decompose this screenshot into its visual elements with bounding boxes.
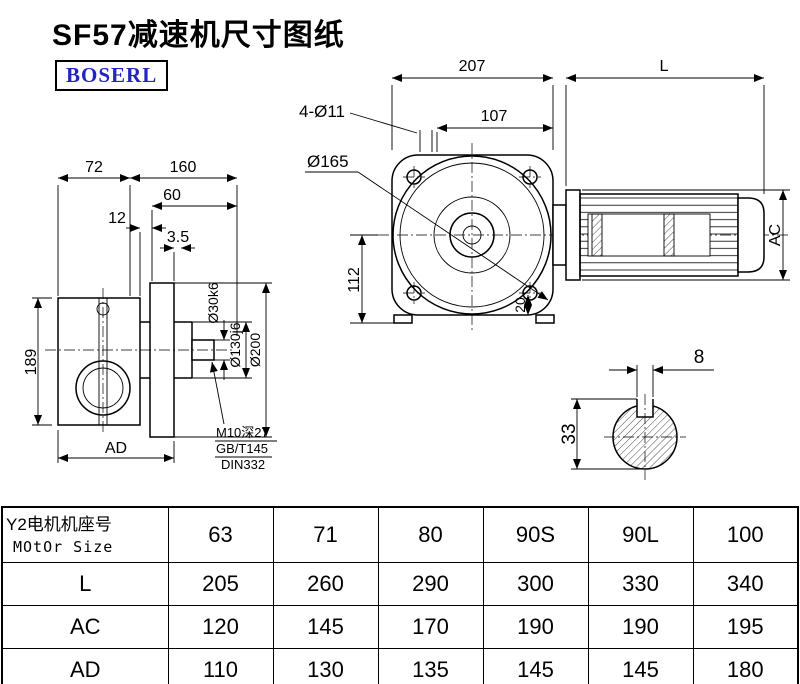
dim-3-5: 3.5	[167, 229, 189, 246]
cell-L-0: 205	[167, 562, 274, 606]
dim-72: 72	[85, 159, 103, 176]
cell-AD-0: 110	[167, 648, 274, 684]
dim-160: 160	[170, 159, 197, 176]
table-header-row: Y2电机机座号 MOtOr Size 63 71 80 90S 90L 100	[1, 506, 799, 563]
cell-AC-4: 190	[587, 605, 694, 649]
cell-AC-1: 145	[272, 605, 379, 649]
cell-size-71: 71	[272, 506, 379, 563]
cell-AC-2: 170	[377, 605, 484, 649]
dim-60: 60	[163, 187, 181, 204]
dimension-table: Y2电机机座号 MOtOr Size 63 71 80 90S 90L 100 …	[1, 506, 799, 684]
dim-12: 12	[108, 210, 126, 227]
cell-size-63: 63	[167, 506, 274, 563]
cell-AD-5: 180	[692, 648, 799, 684]
note-thread: M10深27	[216, 425, 269, 440]
brand-logo: BOSERL	[55, 60, 169, 91]
cell-AD-3: 145	[482, 648, 589, 684]
note-standard-din: DIN332	[221, 457, 265, 472]
cell-AD-4: 145	[587, 648, 694, 684]
page-title: SF57减速机尺寸图纸	[52, 19, 345, 52]
front-view: 207 L 107 4-Ø11 Ø165 112 20 AC	[299, 58, 790, 332]
note-standard-gb: GB/T145	[216, 441, 268, 456]
cell-L-1: 260	[272, 562, 379, 606]
dim-bolt-holes: 4-Ø11	[299, 102, 345, 121]
table-row-L: L 205 260 290 300 330 340	[1, 562, 799, 606]
dim-107: 107	[481, 108, 508, 125]
left-view: 72 160 60 12 3.5 189 AD Ø30k6 Ø130j6 Ø20…	[23, 159, 277, 472]
cell-AD-2: 135	[377, 648, 484, 684]
dim-8: 8	[694, 347, 705, 368]
dim-shaft-dia: Ø30k6	[205, 282, 221, 323]
table-row-AC: AC 120 145 170 190 190 195	[1, 605, 799, 649]
cell-AC-3: 190	[482, 605, 589, 649]
cell-size-90l: 90L	[587, 506, 694, 563]
dim-165: Ø165	[307, 152, 349, 171]
dim-189: 189	[23, 349, 40, 376]
cell-size-100: 100	[692, 506, 799, 563]
table-row-AD: AD 110 130 135 145 145 180	[1, 648, 799, 684]
cell-size-80: 80	[377, 506, 484, 563]
dim-207: 207	[459, 58, 486, 75]
cell-L-3: 300	[482, 562, 589, 606]
cell-L-2: 290	[377, 562, 484, 606]
dim-33: 33	[559, 423, 580, 444]
cell-L-5: 340	[692, 562, 799, 606]
cell-AC-0: 120	[167, 605, 274, 649]
motor-size-label-cn: Y2电机机座号	[6, 515, 112, 534]
row-label-AC: AC	[1, 605, 169, 649]
dim-flange-dia: Ø200	[247, 333, 263, 367]
row-label-L: L	[1, 562, 169, 606]
dim-112: 112	[346, 267, 363, 293]
cell-AD-1: 130	[272, 648, 379, 684]
dim-L: L	[660, 58, 669, 75]
cell-size-90s: 90S	[482, 506, 589, 563]
dim-AD: AD	[105, 440, 127, 457]
dim-20: 20	[512, 297, 528, 313]
dim-AC: AC	[767, 224, 784, 246]
row-label-AD: AD	[1, 648, 169, 684]
technical-drawing: 72 160 60 12 3.5 189 AD Ø30k6 Ø130j6 Ø20…	[23, 58, 790, 480]
cell-AC-5: 195	[692, 605, 799, 649]
shaft-section: 8 33	[559, 347, 714, 480]
cell-L-4: 330	[587, 562, 694, 606]
motor-size-label-en: MOtOr Size	[13, 538, 114, 556]
motor-size-header: Y2电机机座号 MOtOr Size	[1, 506, 169, 563]
dim-hub-dia: Ø130j6	[227, 322, 243, 367]
